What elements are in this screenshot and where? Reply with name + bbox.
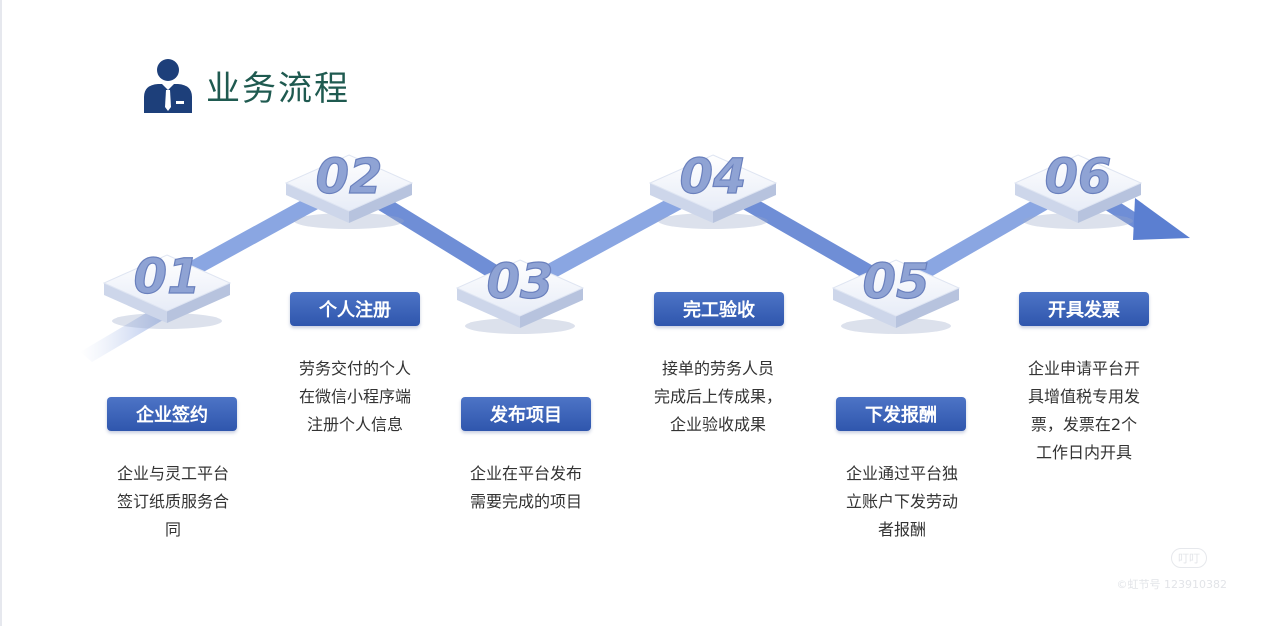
page-title: 业务流程 xyxy=(206,68,350,109)
connector-4-5 xyxy=(713,174,896,297)
step-description: 劳务交付的个人 在微信小程序端 注册个人信息 xyxy=(298,359,411,434)
step-number: 03 xyxy=(487,254,554,310)
connector-5-6 xyxy=(896,174,1078,297)
step-tile-01: 01 xyxy=(102,248,232,329)
step-number: 01 xyxy=(134,249,201,305)
step-description: 企业申请平台开 具增值税专用发 票，发票在2个 工作日内开具 xyxy=(1027,359,1140,462)
connector-3-4 xyxy=(520,174,713,297)
page-header: 业务流程 xyxy=(140,55,350,115)
step-label: 企业签约 xyxy=(107,397,237,431)
step-number: 05 xyxy=(863,254,930,310)
watermark-text: ©虹节号 123910382 xyxy=(1116,578,1227,591)
left-border xyxy=(0,0,2,626)
step-number: 04 xyxy=(680,149,747,205)
step-label: 个人注册 xyxy=(290,292,420,326)
connector-2-3 xyxy=(349,174,520,297)
connector-1-2 xyxy=(167,174,349,292)
step-label: 发布项目 xyxy=(461,397,591,431)
step-number: 06 xyxy=(1045,149,1112,205)
step-description: 企业在平台发布 需要完成的项目 xyxy=(469,464,582,511)
watermark-badge: 叮叮 xyxy=(1171,548,1207,568)
step-tile-04: 04 xyxy=(648,148,778,229)
step-description: 接单的劳务人员 完成后上传成果， 企业验收成果 xyxy=(653,359,782,434)
step-tile-05: 05 xyxy=(831,253,961,334)
step-number: 02 xyxy=(316,149,383,205)
step-tile-06: 06 xyxy=(1013,148,1143,229)
step-label: 开具发票 xyxy=(1019,292,1149,326)
step-label: 完工验收 xyxy=(654,292,784,326)
step-label: 下发报酬 xyxy=(836,397,966,431)
businessman-icon xyxy=(140,57,196,113)
step-tile-02: 02 xyxy=(284,148,414,229)
flow-arrow-head xyxy=(1133,198,1190,240)
step-tile-03: 03 xyxy=(455,253,585,334)
step-description: 企业通过平台独 立账户下发劳动 者报酬 xyxy=(845,464,958,539)
step-description: 企业与灵工平台 签订纸质服务合 同 xyxy=(116,464,229,539)
